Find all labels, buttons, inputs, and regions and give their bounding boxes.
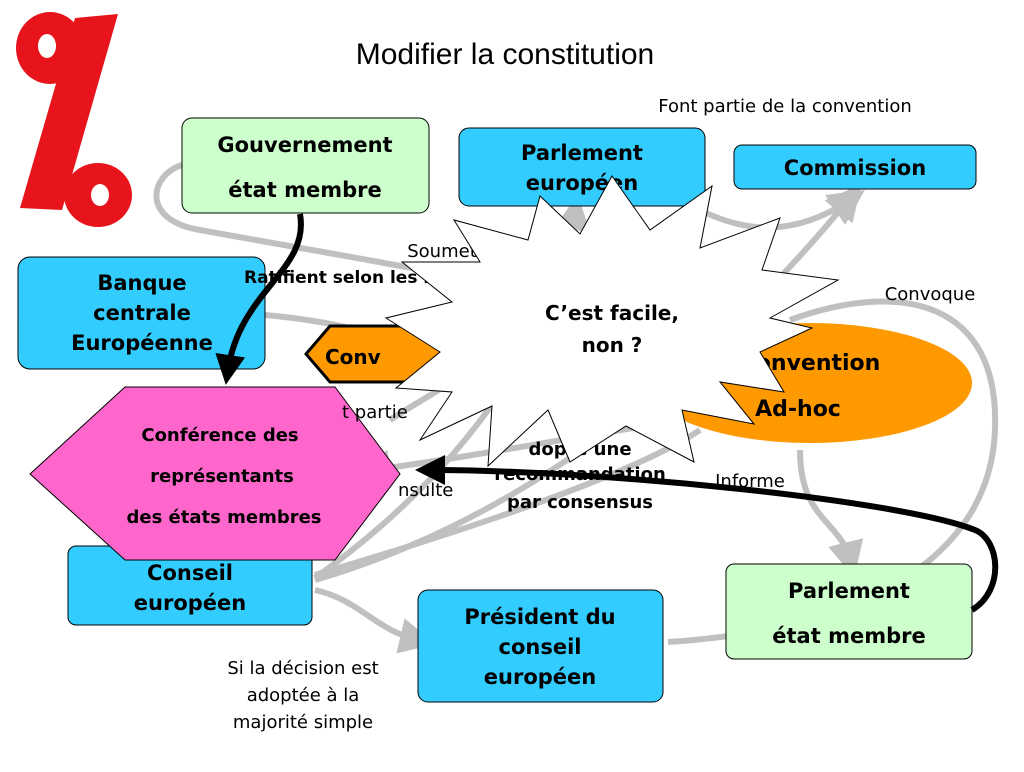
bce-line1: Banque [97, 271, 186, 295]
label-soumet: Soumet [407, 241, 477, 262]
label-si-decision-3: majorité simple [233, 712, 373, 733]
conseil-line1: Conseil [147, 561, 233, 585]
gouvernement-line1: Gouvernement [217, 133, 392, 157]
label-si-decision-2: adoptée à la [247, 685, 360, 706]
arrow-gouv-cig [215, 213, 304, 385]
parlement-em-line1: Parlement [788, 579, 910, 603]
gouvernement-node: Gouvernement état membre [181, 117, 430, 214]
convention-line2: Ad-hoc [755, 397, 841, 422]
president-line1: Président du [464, 605, 615, 629]
label-si-decision-1: Si la décision est [227, 658, 378, 679]
commission-node: Commission [733, 144, 977, 190]
burst-line2: non ? [582, 333, 643, 357]
commission-label: Commission [784, 156, 926, 180]
label-convoque: Convoque [885, 284, 976, 305]
cig-line1: Conférence des [141, 425, 298, 446]
arrow-conv-parlement-em [797, 449, 864, 578]
cig-line3: des états membres [126, 507, 321, 528]
parlement-europeen-node: Parlement européen [458, 127, 706, 207]
arrow-parlement-em-cig [415, 455, 999, 613]
black-arrows [215, 213, 999, 613]
burst-line1: C’est facile, [545, 301, 679, 325]
conseil-europeen-node: Conseil européen [67, 545, 313, 626]
bce-node: Banque centrale Européenne [17, 256, 266, 370]
label-consulte: nsulte [398, 480, 453, 501]
president-line3: européen [484, 665, 596, 689]
label-fait-partie: t partie [342, 402, 408, 423]
label-ratifient: Ratifient selon les l [244, 268, 429, 288]
president-line2: conseil [499, 635, 582, 659]
arrow-conseil-president [314, 587, 436, 654]
parlement-em-line2: état membre [772, 624, 925, 648]
president-conseil-node: Président du conseil européen [417, 589, 664, 703]
label-font-partie: Font partie de la convention [658, 96, 912, 117]
cig-node: Conférence des représentants des états m… [29, 386, 401, 561]
page-title: Modifier la constitution [356, 38, 654, 71]
percent-logo-icon [16, 12, 132, 227]
label-par-consensus: par consensus [507, 492, 653, 513]
conseil-line2: européen [134, 591, 246, 615]
parlement-etat-membre-node: Parlement état membre [725, 563, 973, 660]
label-informe: Informe [715, 471, 785, 492]
gouvernement-line2: état membre [228, 178, 381, 202]
cig-line2: représentants [150, 466, 294, 487]
conv-label: Conv [325, 345, 381, 369]
parlement-eu-line1: Parlement [521, 141, 643, 165]
label-recommandation: recommandation [494, 464, 666, 485]
bce-line3: Européenne [71, 331, 213, 355]
bce-line2: centrale [93, 301, 191, 325]
explosion-callout: C’est facile, non ? [384, 175, 840, 468]
